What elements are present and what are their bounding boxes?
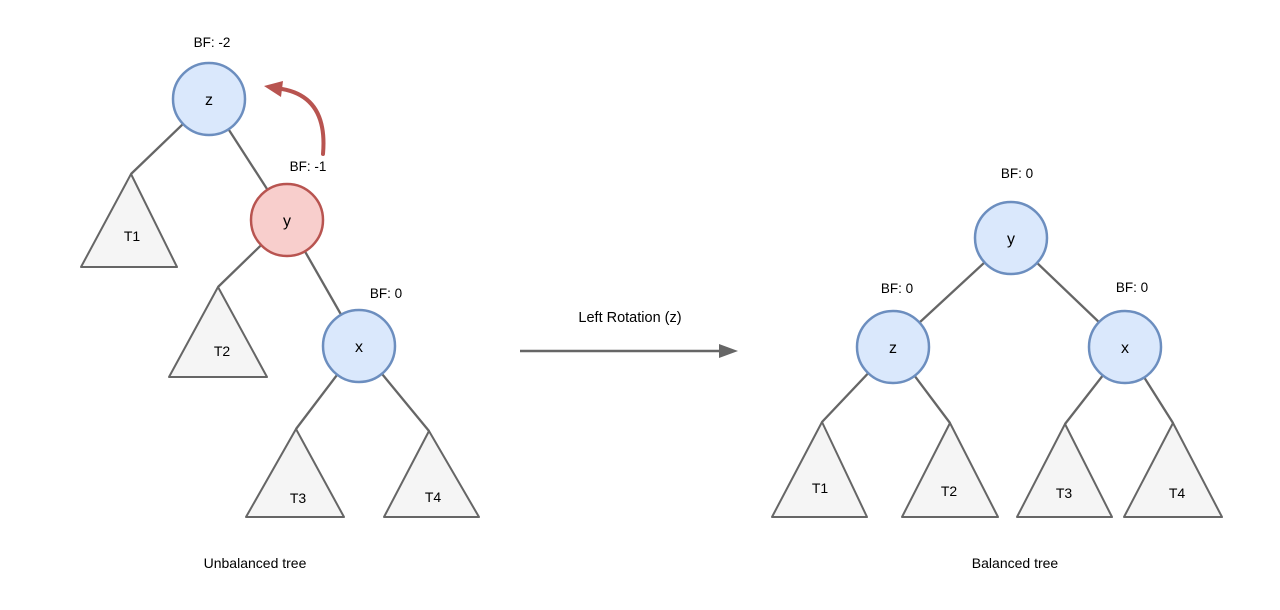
subtree-t3-left (245, 428, 345, 518)
subtree-t4-right-label: T4 (1169, 485, 1186, 501)
subtree-t1-right-label: T1 (812, 480, 829, 496)
transition-arrow (520, 344, 738, 358)
left-node-y (249, 182, 325, 258)
subtree-t1-left-label: T1 (124, 228, 141, 244)
right-node-y-label: y (1007, 231, 1015, 248)
left-bf-z: BF: -2 (194, 35, 231, 50)
right-node-y (973, 200, 1049, 276)
right-node-z (855, 309, 931, 385)
left-node-x (321, 308, 397, 384)
rotation-arrow-curve (280, 87, 326, 156)
caption-balanced: Balanced tree (972, 555, 1059, 571)
right-node-z-label: z (889, 340, 897, 357)
right-bf-x: BF: 0 (1116, 280, 1148, 295)
right-bf-z: BF: 0 (881, 281, 913, 296)
subtree-t2-left-label: T2 (214, 343, 231, 359)
subtree-t4-left (383, 430, 480, 518)
right-node-x (1087, 309, 1163, 385)
left-node-y-label: y (283, 213, 291, 230)
subtree-t3-left-label: T3 (290, 490, 307, 506)
left-node-x-label: x (355, 339, 363, 356)
left-node-z (171, 61, 247, 137)
right-bf-y: BF: 0 (1001, 166, 1033, 181)
transition-arrow-head (719, 344, 738, 358)
subtree-t4-right (1123, 422, 1223, 518)
left-bf-y: BF: -1 (290, 159, 327, 174)
subtree-t1-left (80, 173, 178, 268)
caption-unbalanced: Unbalanced tree (204, 555, 307, 571)
subtree-t1-right (771, 421, 868, 518)
subtree-t3-right-label: T3 (1056, 485, 1073, 501)
subtree-t3-right (1016, 423, 1113, 518)
subtree-t2-right-label: T2 (941, 483, 958, 499)
subtree-t2-left (168, 286, 268, 378)
left-bf-x: BF: 0 (370, 286, 402, 301)
transition-label: Left Rotation (z) (578, 310, 681, 326)
subtree-t4-left-label: T4 (425, 489, 442, 505)
right-node-x-label: x (1121, 340, 1129, 357)
left-node-z-label: z (205, 92, 213, 109)
rotation-arrow-head (264, 81, 283, 97)
subtree-t2-right (901, 422, 999, 518)
rotation-arrow (264, 81, 326, 156)
